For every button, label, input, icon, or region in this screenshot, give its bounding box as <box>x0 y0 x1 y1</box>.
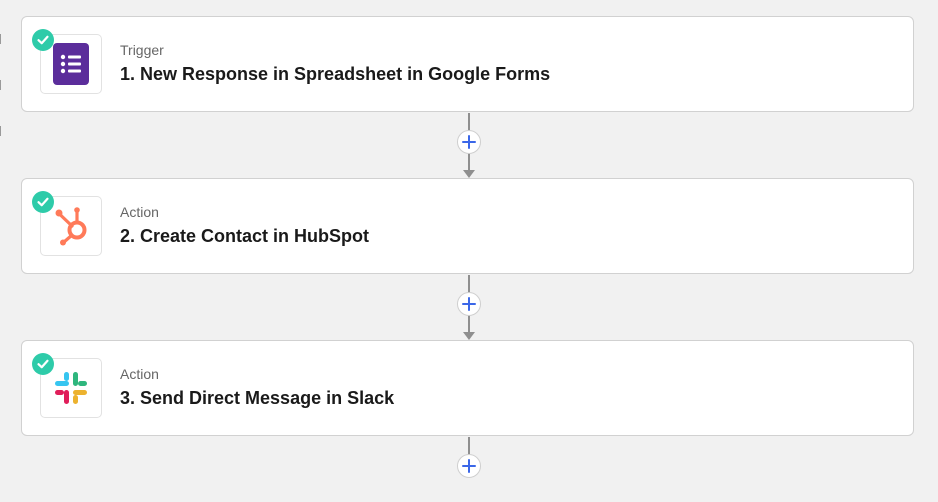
arrow-down-icon <box>463 170 475 178</box>
add-step-button-3[interactable] <box>457 454 481 478</box>
step-title: 3. Send Direct Message in Slack <box>120 388 395 408</box>
connector-line-3 <box>468 437 470 467</box>
step-card-2[interactable]: Action 2. Create Contact in HubSpot <box>21 178 914 274</box>
add-step-button-1[interactable] <box>457 130 481 154</box>
step-card-3[interactable]: Action 3. Send Direct Message in Slack <box>21 340 914 436</box>
add-step-button-2[interactable] <box>457 292 481 316</box>
step-kind-label: Action <box>120 366 159 382</box>
left-edge-marks <box>0 0 2 502</box>
check-icon <box>32 191 54 213</box>
step-title: 1. New Response in Spreadsheet in Google… <box>120 64 551 84</box>
check-icon <box>32 353 54 375</box>
plus-icon <box>462 135 476 149</box>
step-title: 2. Create Contact in HubSpot <box>120 226 370 246</box>
plus-icon <box>462 297 476 311</box>
check-icon <box>32 29 54 51</box>
arrow-down-icon <box>463 332 475 340</box>
step-kind-label: Action <box>120 204 159 220</box>
step-kind-label: Trigger <box>120 42 164 58</box>
step-card-1[interactable]: Trigger 1. New Response in Spreadsheet i… <box>21 16 914 112</box>
plus-icon <box>462 459 476 473</box>
google-forms-icon <box>40 34 102 94</box>
